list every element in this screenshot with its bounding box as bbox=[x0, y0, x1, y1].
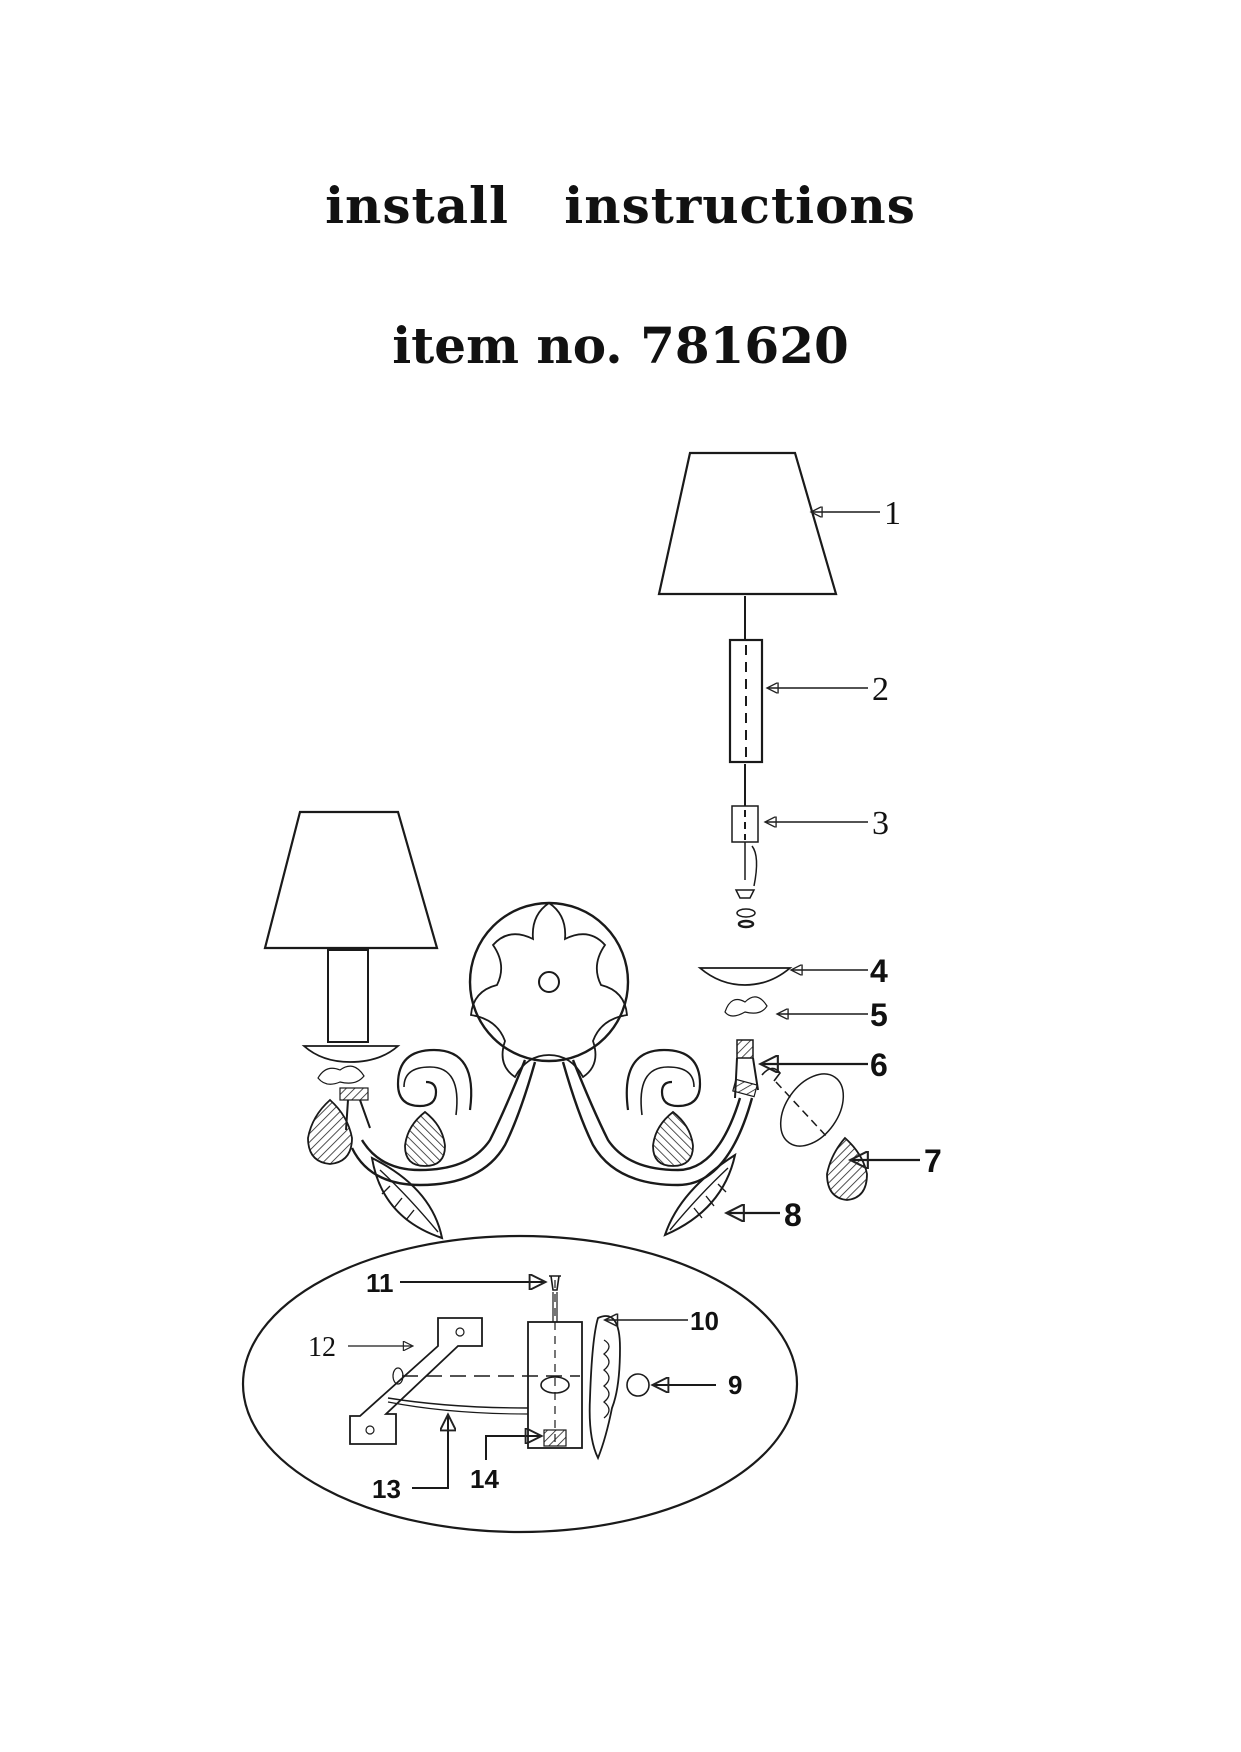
callout-5: 5 bbox=[870, 997, 888, 1033]
item-number: 781620 bbox=[640, 316, 849, 375]
callout-6: 6 bbox=[870, 1047, 888, 1083]
callout-8: 8 bbox=[784, 1197, 802, 1233]
crystal-drop-part-7 bbox=[826, 1136, 868, 1201]
callout-11: 11 bbox=[366, 1268, 394, 1298]
screw-part-11 bbox=[549, 1275, 561, 1291]
page-title: install instructions bbox=[325, 176, 916, 235]
decorative-cover-part-10 bbox=[588, 1315, 621, 1461]
item-prefix: item no. bbox=[392, 316, 623, 375]
callout-13: 13 bbox=[372, 1474, 401, 1504]
callout-14: 14 bbox=[470, 1464, 499, 1494]
wall-rosette bbox=[468, 901, 630, 1063]
mounting-bracket-part-12 bbox=[349, 1317, 483, 1445]
flower-ring-part-5 bbox=[724, 996, 768, 1017]
leaf-part-8 bbox=[663, 1152, 737, 1237]
left-lampshade bbox=[263, 810, 439, 950]
wire-part-13 bbox=[387, 1397, 529, 1409]
callout-9: 9 bbox=[728, 1370, 742, 1400]
callout-12: 12 bbox=[308, 1332, 336, 1363]
item-number-heading: item no. 781620 bbox=[0, 316, 1241, 375]
drip-cup-part-4 bbox=[697, 967, 793, 986]
knob-part-9 bbox=[626, 1373, 650, 1397]
callout-10: 10 bbox=[690, 1306, 719, 1336]
callout-2: 2 bbox=[872, 671, 889, 708]
callout-3: 3 bbox=[872, 805, 889, 842]
candle-sleeve-part-2 bbox=[728, 638, 764, 764]
callout-4: 4 bbox=[870, 953, 888, 989]
callout-7: 7 bbox=[924, 1143, 942, 1179]
callout-1: 1 bbox=[884, 495, 901, 532]
mounting-detail-ellipse bbox=[241, 1234, 799, 1534]
lampshade-part-1 bbox=[657, 451, 838, 596]
